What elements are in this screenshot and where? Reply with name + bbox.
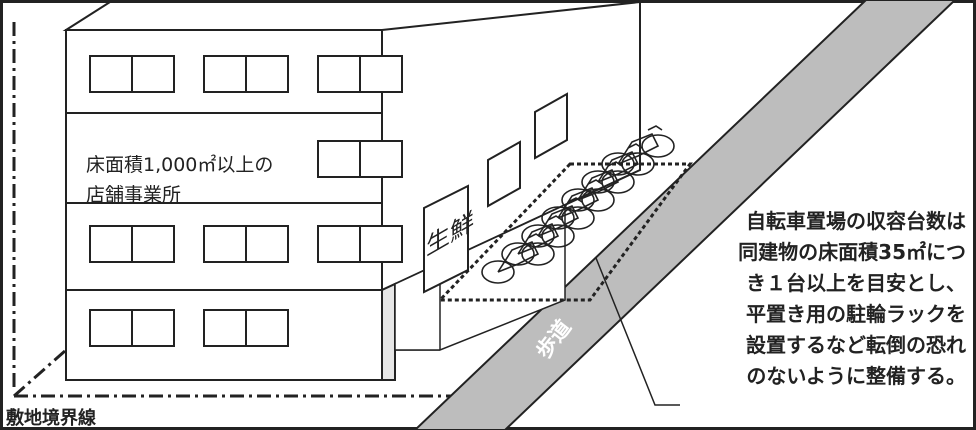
floor-lines xyxy=(66,112,382,291)
note-line6: のないように整備する。 xyxy=(746,364,966,388)
building-label-line1: 床面積1,000㎡以上の xyxy=(86,154,274,176)
bicycle xyxy=(541,179,615,230)
ground-floor-recess xyxy=(394,203,566,351)
side-windows xyxy=(487,92,568,208)
property-boundary-line xyxy=(12,22,460,398)
parking-note: 自転車置場の収容台数は 同建物の床面積35㎡につ き１台以上を目安とし、 平置き… xyxy=(738,206,966,392)
note-line4: 平置き用の駐輪ラックを xyxy=(746,302,966,326)
leader-line xyxy=(595,257,680,406)
bicycle-parking-area xyxy=(436,162,693,302)
boundary-label: 敷地境界線 xyxy=(6,408,96,429)
note-line1: 自転車置場の収容台数は xyxy=(746,209,966,233)
front-windows xyxy=(89,55,403,347)
building-pillar xyxy=(381,282,396,381)
note-line3: き１台以上を目安とし、 xyxy=(746,271,966,295)
bicycle xyxy=(601,125,675,176)
building-label-line2: 店舗事業所 xyxy=(86,184,182,206)
note-line2: 同建物の床面積35㎡につ xyxy=(738,240,966,264)
bicycles xyxy=(481,125,675,284)
note-line5: 設置するなど転倒の恐れ xyxy=(746,333,966,357)
